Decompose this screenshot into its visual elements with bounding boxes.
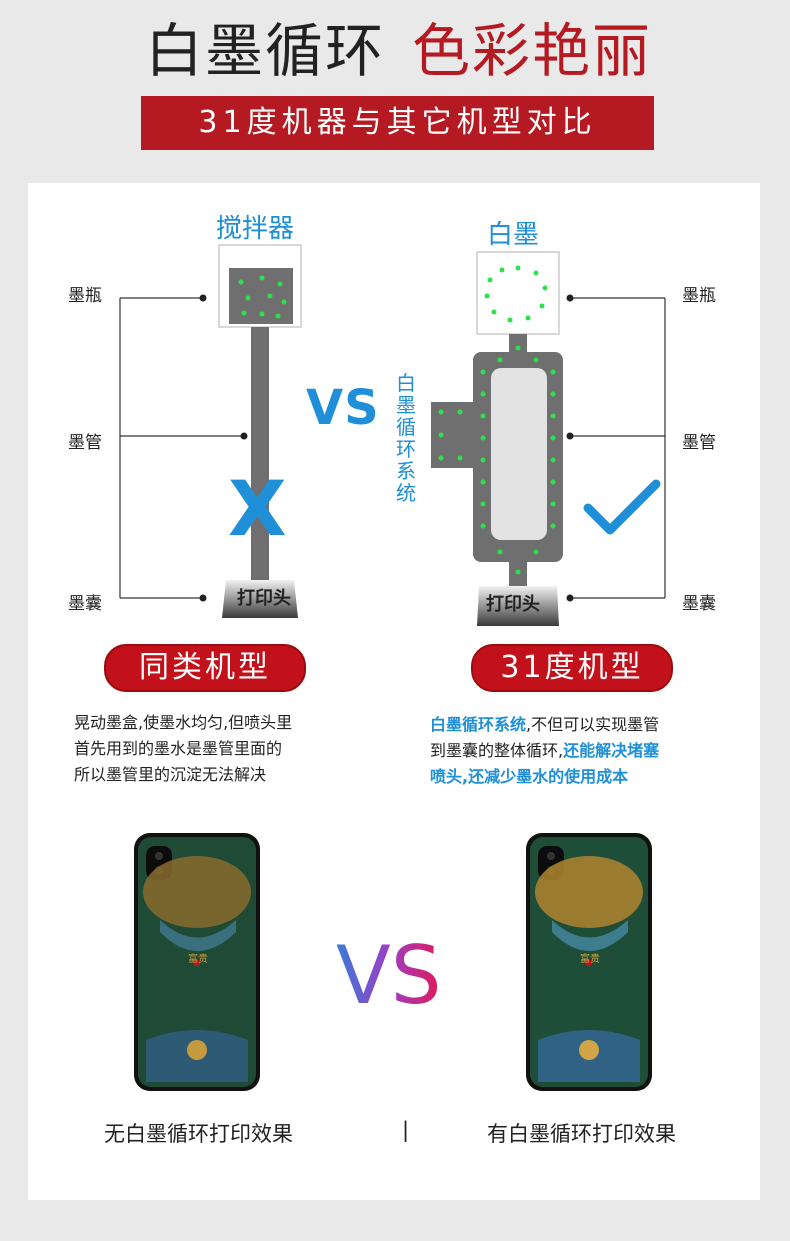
left-desc-line-1: 晃动墨盒,使墨水均匀,但喷头里 bbox=[74, 713, 293, 732]
right-white-ink-frame bbox=[476, 251, 560, 335]
left-printhead bbox=[222, 580, 298, 618]
right-description: 白墨循环系统,不但可以实现墨管 到墨囊的整体循环,还能解决堵塞 喷头,还减少墨水… bbox=[430, 712, 730, 790]
title-right: 色彩艳丽 bbox=[412, 17, 653, 85]
caption-separator: | bbox=[402, 1118, 410, 1142]
right-bottle-dots bbox=[484, 265, 548, 323]
right-desc-line-2-normal: 到墨囊的整体循环, bbox=[430, 741, 564, 760]
circulation-system-vertical-label: 白墨循环系统 bbox=[396, 371, 416, 505]
title-left: 白墨循环 bbox=[145, 17, 386, 85]
right-desc-line-3: 喷头,还减少墨水的使用成本 bbox=[430, 767, 629, 786]
left-printhead-label: 打印头 bbox=[237, 587, 291, 609]
right-desc-line-1-rest: ,不但可以实现墨管 bbox=[526, 715, 660, 734]
left-dot-bag bbox=[199, 594, 207, 602]
mixer-label: 搅拌器 bbox=[216, 214, 295, 244]
left-label-bag: 墨囊 bbox=[68, 594, 102, 614]
left-dot-bottle bbox=[199, 294, 207, 302]
phone-case-right bbox=[526, 833, 652, 1091]
right-case-text: 富贵 bbox=[580, 952, 600, 965]
left-desc-line-2: 首先用到的墨水是墨管里面的 bbox=[74, 739, 283, 758]
diagram-vs-text: VS bbox=[306, 380, 380, 436]
left-bottle-dots bbox=[238, 275, 287, 319]
phone-case-left bbox=[134, 833, 260, 1091]
right-printhead-label: 打印头 bbox=[486, 593, 540, 615]
comparison-diagram: 打印头 X 打印头 bbox=[119, 244, 666, 626]
right-printhead bbox=[477, 586, 559, 626]
left-description: 晃动墨盒,使墨水均匀,但喷头里 首先用到的墨水是墨管里面的 所以墨管里的沉淀无法… bbox=[74, 710, 354, 788]
right-caption: 有白墨循环打印效果 bbox=[487, 1122, 676, 1146]
right-dot-bottle bbox=[566, 294, 574, 302]
right-ink-bag-window bbox=[491, 368, 547, 540]
phone-cases-comparison: 富贵 富贵 VS bbox=[134, 833, 652, 1091]
left-desc-line-3: 所以墨管里的沉淀无法解决 bbox=[74, 765, 267, 784]
right-circulation-dots bbox=[438, 345, 556, 575]
left-ink-tube bbox=[251, 327, 269, 580]
cross-mark: X bbox=[228, 464, 287, 553]
same-class-machine-pill: 同类机型 bbox=[104, 644, 306, 692]
left-bracket bbox=[119, 297, 244, 599]
left-dot-tube bbox=[240, 432, 248, 440]
phones-vs-text: VS bbox=[336, 929, 442, 1022]
left-label-bottle: 墨瓶 bbox=[68, 286, 102, 306]
right-side-tank bbox=[431, 402, 477, 468]
check-mark-icon bbox=[583, 479, 661, 535]
right-label-bottle: 墨瓶 bbox=[682, 286, 716, 306]
left-caption: 无白墨循环打印效果 bbox=[104, 1122, 293, 1146]
right-bracket bbox=[570, 297, 666, 599]
left-case-text: 富贵 bbox=[188, 952, 208, 965]
right-dot-bag bbox=[566, 594, 574, 602]
subtitle-banner: 31度机器与其它机型对比 bbox=[141, 96, 654, 150]
right-desc-line-2-blue: 还能解决堵塞 bbox=[563, 741, 660, 760]
left-label-tube: 墨管 bbox=[68, 433, 102, 453]
right-dot-tube bbox=[566, 432, 574, 440]
white-ink-label: 白墨 bbox=[487, 220, 540, 250]
right-top-tube bbox=[509, 334, 527, 354]
right-label-bag: 墨囊 bbox=[682, 594, 716, 614]
right-desc-line-1-blue: 白墨循环系统 bbox=[430, 715, 527, 734]
31-degree-machine-pill: 31度机型 bbox=[471, 644, 673, 692]
right-label-tube: 墨管 bbox=[682, 433, 716, 453]
